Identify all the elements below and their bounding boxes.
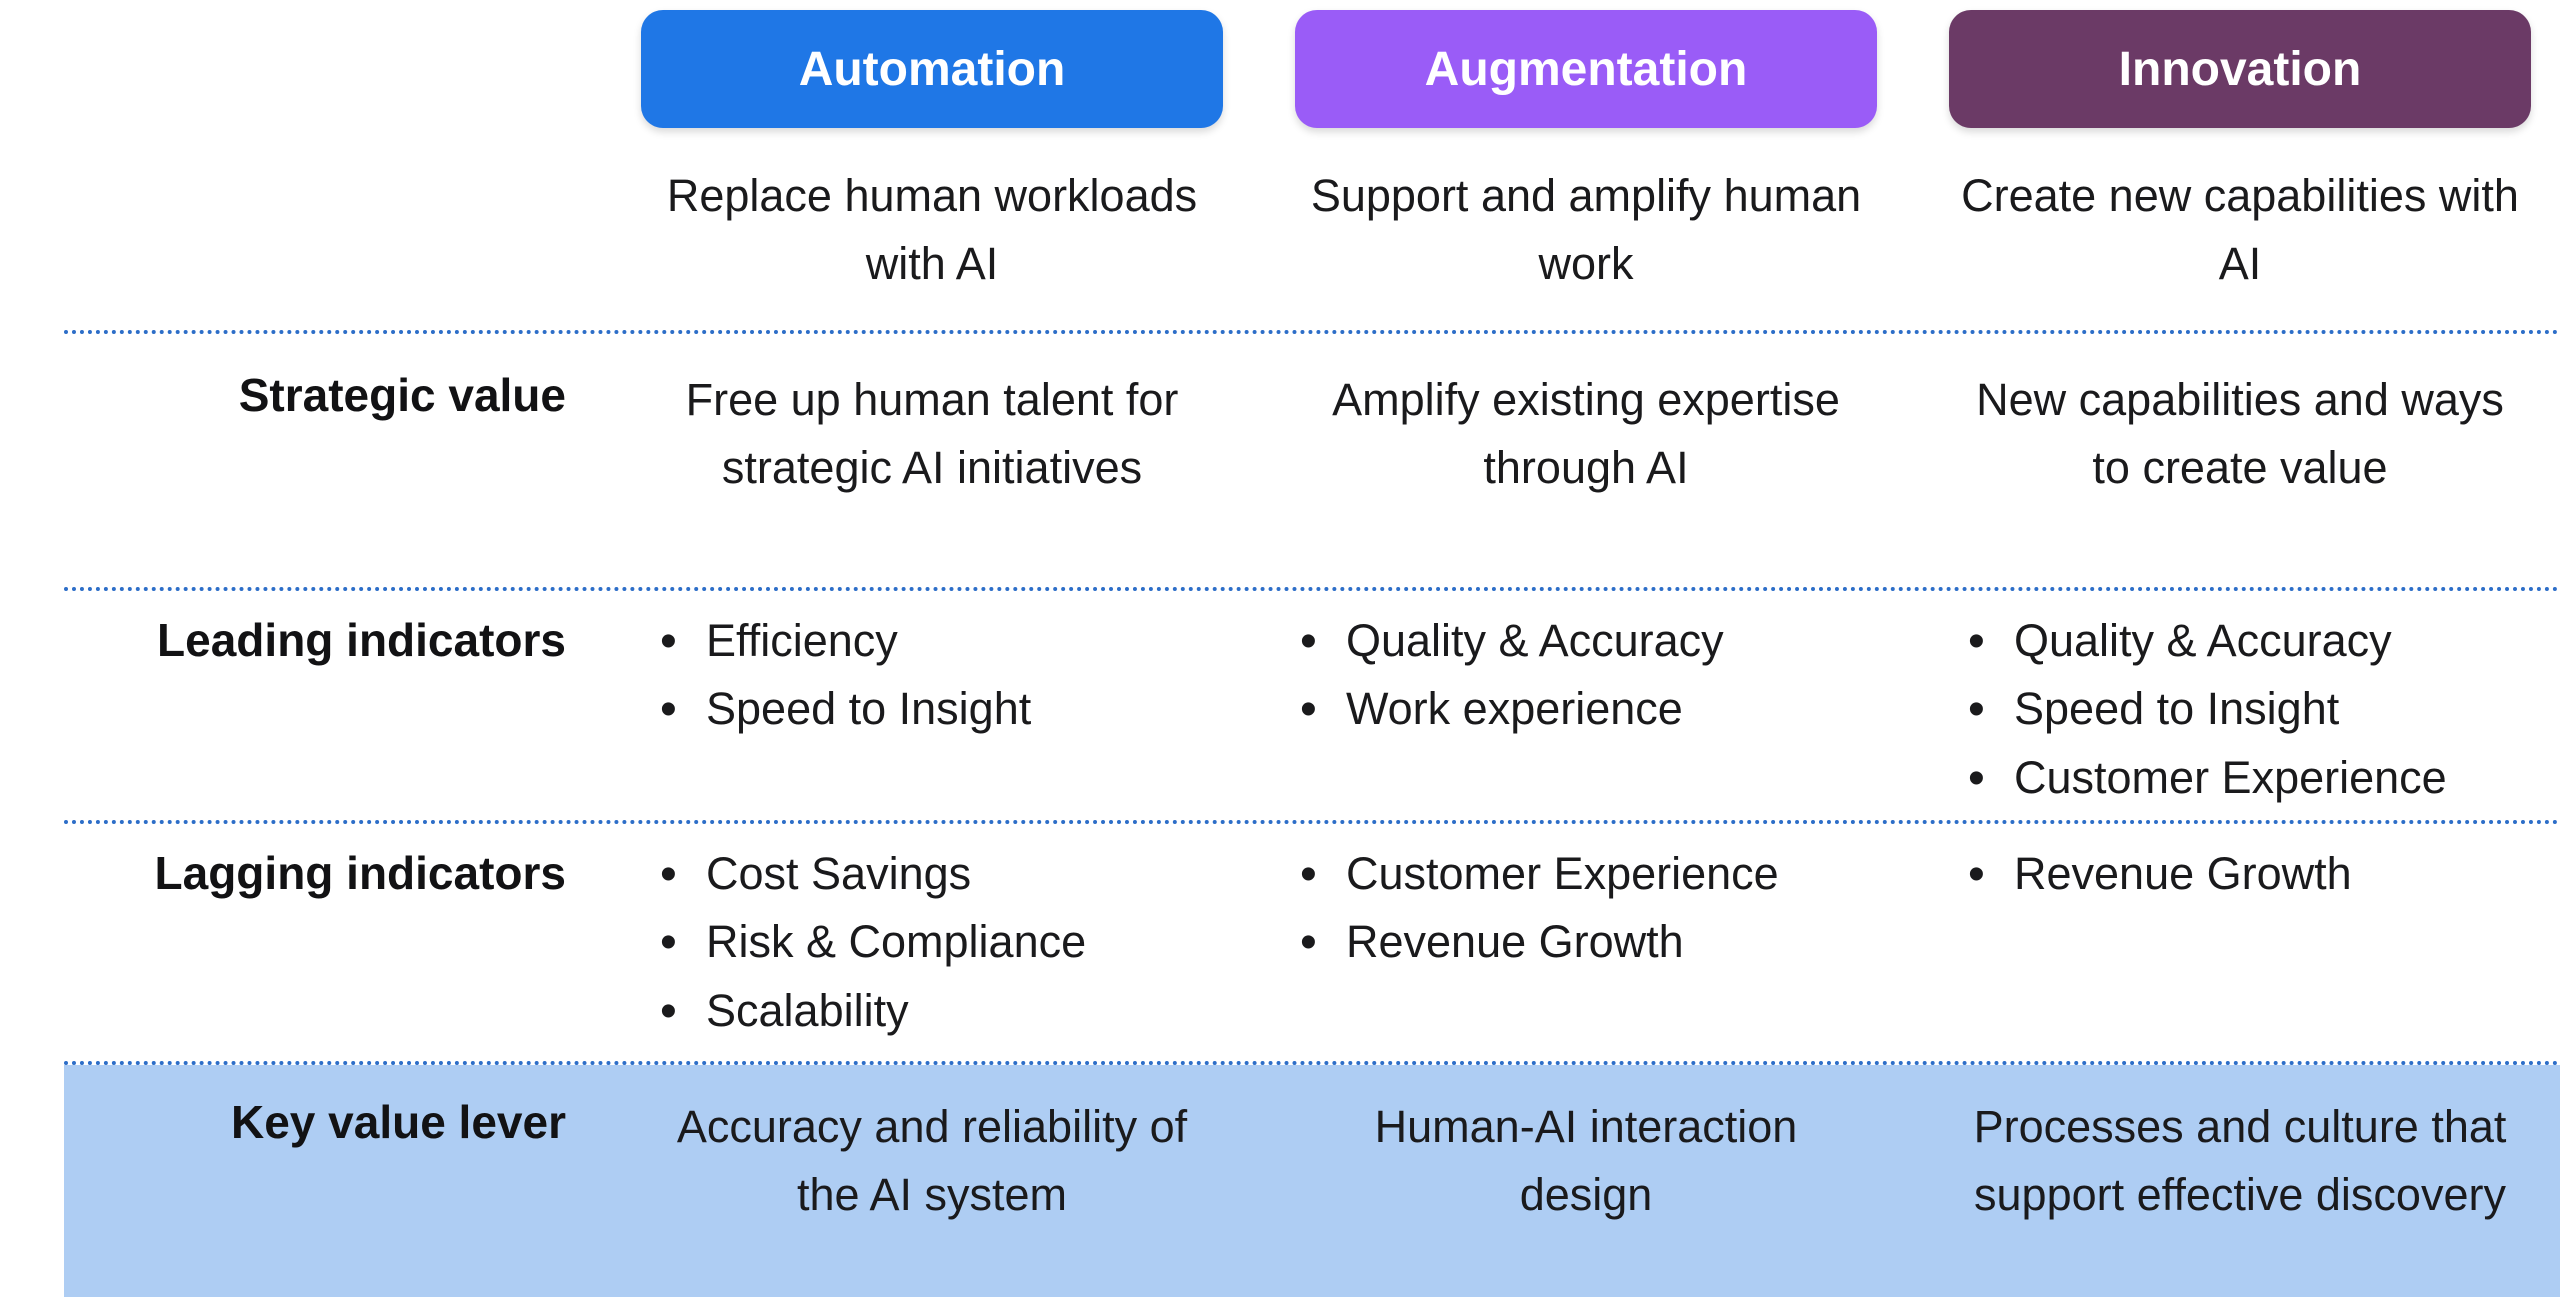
header-label-spacer (0, 0, 612, 128)
column-description-text: Support and amplify human work (1310, 170, 1862, 289)
header-pill-row: Automation Augmentation Innovation (0, 0, 2560, 128)
bullet-list: Quality & Accuracy Speed to Insight Cust… (1920, 610, 2560, 811)
cell-lagging-automation: Cost Savings Risk & Compliance Scalabili… (612, 843, 1252, 1061)
cell-key-automation: Accuracy and reliability of the AI syste… (612, 1093, 1252, 1297)
dotted-separator (64, 820, 2560, 824)
row-label-key-value-lever: Key value lever (230, 1096, 566, 1148)
cell-strategic-augmentation: Amplify existing expertise through AI (1252, 366, 1920, 587)
bullet-item: Risk & Compliance (656, 911, 1252, 975)
column-header-pill-automation: Automation (641, 10, 1223, 128)
column-description-innovation: Create new capabilities with AI (1920, 162, 2560, 297)
row-lagging-indicators: Lagging indicators Cost Savings Risk & C… (0, 824, 2560, 1061)
row-label-lagging-indicators: Lagging indicators (154, 847, 566, 899)
row-label-cell: Strategic value (0, 366, 612, 587)
bullet-item: Speed to Insight (656, 678, 1252, 742)
bullet-item: Customer Experience (1964, 747, 2560, 811)
table-header: Automation Augmentation Innovation Repla… (0, 0, 2560, 330)
cell-leading-automation: Efficiency Speed to Insight (612, 610, 1252, 820)
column-description-row: Replace human workloads with AI Support … (0, 162, 2560, 297)
cell-leading-augmentation: Quality & Accuracy Work experience (1252, 610, 1920, 820)
cell-lagging-augmentation: Customer Experience Revenue Growth (1252, 843, 1920, 1061)
cell-key-augmentation: Human-AI interaction design (1252, 1093, 1920, 1297)
dotted-separator (64, 330, 2560, 334)
cell-text: Amplify existing expertise through AI (1332, 374, 1840, 493)
column-description-augmentation: Support and amplify human work (1252, 162, 1920, 297)
cell-strategic-automation: Free up human talent for strategic AI in… (612, 366, 1252, 587)
header-cell-innovation: Innovation (1920, 0, 2560, 128)
cell-key-innovation: Processes and culture that support effec… (1920, 1093, 2560, 1297)
row-key-value-lever: Key value lever Accuracy and reliability… (64, 1065, 2560, 1297)
bullet-item: Quality & Accuracy (1296, 610, 1920, 674)
description-label-spacer (0, 162, 612, 297)
bullet-list: Cost Savings Risk & Compliance Scalabili… (612, 843, 1252, 1044)
cell-text: Human-AI interaction design (1374, 1101, 1798, 1220)
bullet-list: Revenue Growth (1920, 843, 2560, 907)
row-label-cell: Key value lever (64, 1093, 612, 1297)
bullet-item: Revenue Growth (1296, 911, 1920, 975)
row-strategic-value: Strategic value Free up human talent for… (0, 334, 2560, 587)
column-description-text: Replace human workloads with AI (666, 170, 1198, 289)
bullet-item: Scalability (656, 980, 1252, 1044)
row-label-leading-indicators: Leading indicators (157, 614, 566, 666)
row-leading-indicators: Leading indicators Efficiency Speed to I… (0, 591, 2560, 820)
column-description-automation: Replace human workloads with AI (612, 162, 1252, 297)
bullet-item: Cost Savings (656, 843, 1252, 907)
cell-text: Free up human talent for strategic AI in… (685, 374, 1179, 493)
row-label-cell: Lagging indicators (0, 844, 612, 1061)
column-header-pill-augmentation: Augmentation (1295, 10, 1877, 128)
bullet-list: Customer Experience Revenue Growth (1252, 843, 1920, 975)
bullet-list: Efficiency Speed to Insight (612, 610, 1252, 742)
cell-lagging-innovation: Revenue Growth (1920, 843, 2560, 1061)
bullet-item: Customer Experience (1296, 843, 1920, 907)
cell-text: Accuracy and reliability of the AI syste… (676, 1101, 1188, 1220)
bullet-item: Work experience (1296, 678, 1920, 742)
header-cell-augmentation: Augmentation (1252, 0, 1920, 128)
dotted-separator (64, 1061, 2560, 1065)
cell-strategic-innovation: New capabilities and ways to create valu… (1920, 366, 2560, 587)
cell-text: Processes and culture that support effec… (1973, 1101, 2507, 1220)
cell-text: New capabilities and ways to create valu… (1976, 374, 2504, 493)
column-header-pill-innovation: Innovation (1949, 10, 2531, 128)
bullet-item: Revenue Growth (1964, 843, 2560, 907)
bullet-item: Speed to Insight (1964, 678, 2560, 742)
bullet-list: Quality & Accuracy Work experience (1252, 610, 1920, 742)
dotted-separator (64, 587, 2560, 591)
bullet-item: Quality & Accuracy (1964, 610, 2560, 674)
bullet-item: Efficiency (656, 610, 1252, 674)
row-label-cell: Leading indicators (0, 611, 612, 820)
row-label-strategic-value: Strategic value (238, 369, 566, 421)
column-description-text: Create new capabilities with AI (1961, 170, 2519, 289)
header-cell-automation: Automation (612, 0, 1252, 128)
cell-leading-innovation: Quality & Accuracy Speed to Insight Cust… (1920, 610, 2560, 820)
